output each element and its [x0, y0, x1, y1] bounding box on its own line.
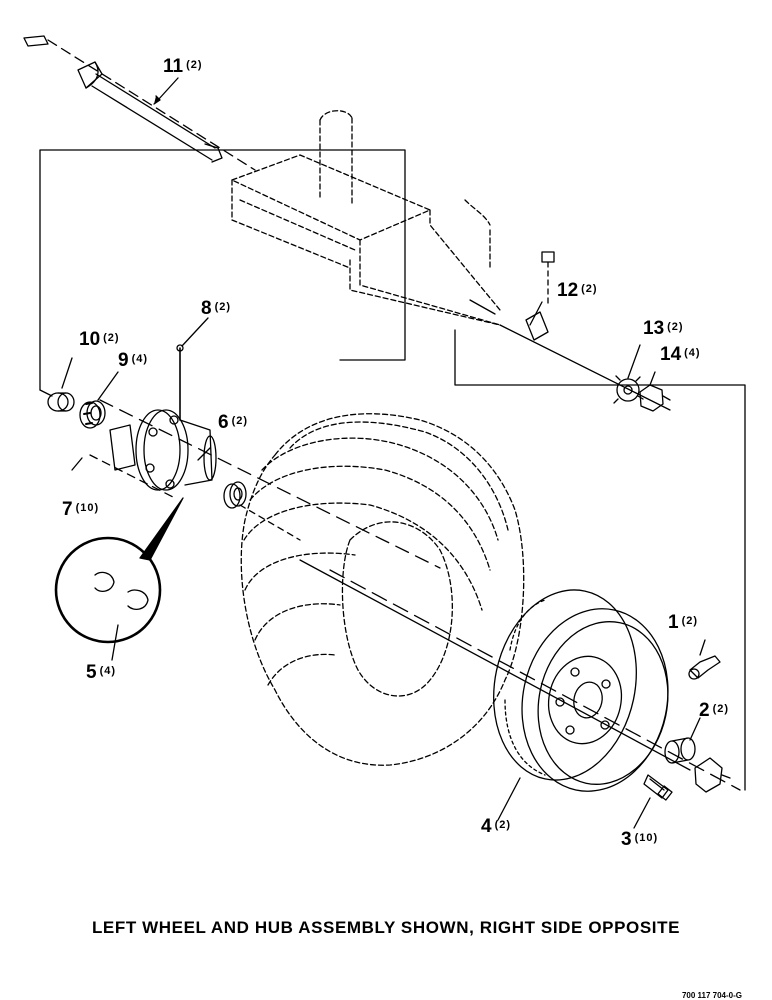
part-5-detail	[54, 497, 184, 644]
callout-14: 14(4)	[660, 344, 701, 365]
callout-labels: 11(2) 12(2) 13(2) 14(4) 10(2) 9(4) 8(2) …	[62, 56, 729, 850]
part-4-wheel	[493, 589, 669, 792]
callout-8: 8(2)	[201, 298, 231, 319]
document-number: 700 117 704-0-G	[681, 991, 742, 1000]
axle-bracket	[231, 110, 501, 326]
callout-9: 9(4)	[118, 350, 148, 371]
callout-13: 13(2)	[643, 318, 684, 339]
inner-bearing	[223, 481, 247, 509]
part-8-grease-fitting	[176, 344, 184, 352]
part-12-bolt	[525, 251, 555, 341]
callout-3: 3(10)	[621, 829, 658, 850]
part-6-hub	[109, 347, 217, 491]
callout-6: 6(2)	[218, 412, 248, 433]
leader-lines	[61, 77, 706, 829]
part-2-spacer	[664, 737, 696, 764]
figure-caption: LEFT WHEEL AND HUB ASSEMBLY SHOWN, RIGHT…	[91, 918, 681, 937]
part-11-spindle	[23, 35, 223, 163]
part-3-wheel-bolt	[643, 774, 673, 801]
callout-7: 7(10)	[62, 499, 99, 520]
callout-10: 10(2)	[79, 329, 120, 350]
part-13-washer	[613, 375, 644, 404]
part-4-tire	[240, 413, 525, 766]
assembly-lines	[39, 39, 746, 791]
callout-12: 12(2)	[557, 280, 598, 301]
callout-11: 11(2)	[163, 56, 203, 77]
part-9-bearing	[79, 400, 106, 429]
callout-2: 2(2)	[699, 700, 729, 721]
callout-4: 4(2)	[481, 816, 511, 837]
wheel-nut	[694, 757, 731, 793]
callout-5: 5(4)	[86, 662, 116, 683]
part-1-valve-stem	[688, 655, 721, 680]
part-10-seal	[47, 392, 75, 412]
callout-1: 1(2)	[668, 612, 698, 633]
